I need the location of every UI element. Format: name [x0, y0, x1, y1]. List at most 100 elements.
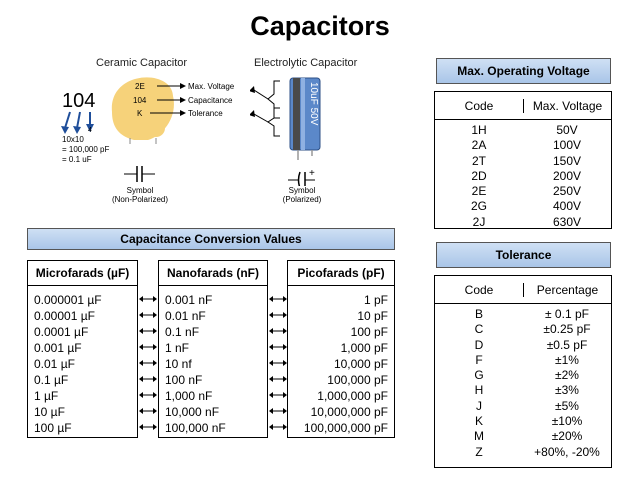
electrolytic-capacitor-caption: Electrolytic Capacitor — [254, 57, 358, 69]
double-arrow-icon — [138, 339, 158, 355]
voltage-table-head: Code Max. Voltage — [435, 92, 611, 120]
tolerance-table-row: G±2% — [435, 368, 611, 383]
microfarads-value: 10 µF — [34, 405, 65, 419]
tolerance-code-cell: M — [474, 429, 484, 444]
conversion-header: Capacitance Conversion Values — [27, 228, 395, 250]
picofarads-value: 10 pF — [357, 309, 388, 323]
double-arrow-icon — [268, 291, 288, 307]
electrolytic-capacitor-illustration — [250, 77, 321, 186]
exponent-4: 4 — [88, 127, 92, 134]
double-arrow-icon — [138, 323, 158, 339]
tolerance-table-row: D ±0.5 pF — [435, 338, 611, 353]
picofarads-value: 100,000 pF — [327, 373, 388, 387]
voltage-code-cell: 2D — [471, 168, 487, 183]
ceramic-code-voltage: 2E — [135, 82, 145, 91]
microfarads-value: 0.00001 µF — [34, 309, 95, 323]
double-arrow-icon — [268, 403, 288, 419]
picofarads-value: 10,000,000 pF — [310, 405, 388, 419]
voltage-col-max: Max. Voltage — [532, 98, 603, 113]
tolerance-table-row: F ±1% — [435, 353, 611, 368]
polarity-plus-sign: + — [309, 168, 315, 179]
tolerance-col-percentage: Percentage — [536, 282, 599, 297]
double-arrow-icon — [138, 355, 158, 371]
microfarads-title: Microfarads (µF) — [28, 261, 137, 286]
tolerance-table-row: J ±5% — [435, 399, 611, 414]
voltage-table: Code Max. Voltage 1H 50V 2A 100V 2T 150V 2D 200… — [434, 91, 612, 229]
microfarads-column: Microfarads (µF) 0.000001 µF 0.00001 µF 0.… — [27, 260, 138, 438]
double-arrow-icon — [268, 419, 288, 435]
tolerance-value-cell: ±0.5 pF — [546, 337, 588, 352]
double-arrow-icon — [268, 339, 288, 355]
tolerance-value-cell: ±0.25 pF — [543, 322, 591, 337]
tolerance-table-row: M ±20% — [435, 429, 611, 444]
tolerance-code-cell: F — [475, 352, 483, 367]
voltage-section-header: Max. Operating Voltage — [436, 58, 611, 84]
tolerance-value-cell: ±20% — [551, 429, 583, 444]
nanofarads-value: 10,000 nF — [165, 405, 220, 419]
nanofarads-title: Nanofarads (nF) — [159, 261, 267, 286]
nanofarads-value: 0.01 nF — [165, 309, 206, 323]
tolerance-value-cell: ±3% — [555, 383, 579, 398]
electrolytic-marking: 10uF 50V — [308, 82, 319, 126]
tolerance-code-cell: D — [474, 337, 484, 352]
tolerance-table-row: Z+80%, -20% — [435, 445, 611, 460]
nanofarads-value: 0.001 nF — [165, 293, 213, 307]
voltage-code-cell: 2T — [471, 153, 486, 168]
voltage-code-cell: 2G — [470, 199, 487, 214]
microfarads-value: 0.0001 µF — [34, 325, 89, 339]
microfarads-value: 1 µF — [34, 389, 59, 403]
calc-line-3: = 0.1 uF — [62, 155, 92, 164]
pointer-label-max-voltage: Max. Voltage — [188, 82, 235, 91]
double-arrow-icon — [138, 403, 158, 419]
tolerance-col-code: Code — [435, 282, 524, 297]
picofarads-value: 100 pF — [350, 325, 388, 339]
microfarads-value: 0.000001 µF — [34, 293, 102, 307]
double-arrow-icon — [138, 419, 158, 435]
tolerance-value-cell: ±1% — [555, 352, 579, 367]
voltage-table-row: 2D 200V — [435, 169, 611, 184]
pointer-label-capacitance: Capacitance — [188, 96, 233, 105]
nanofarads-value: 10 nf — [165, 357, 192, 371]
voltage-code-cell: 2E — [471, 184, 487, 199]
tolerance-table-row: C±0.25 pF — [435, 322, 611, 337]
picofarads-value: 1 pF — [363, 293, 388, 307]
voltage-value-cell: 50V — [556, 123, 578, 137]
tolerance-table-row: H ±3% — [435, 383, 611, 398]
voltage-code-cell: 2A — [471, 138, 487, 153]
electrolytic-symbol-label: Symbol (Polarized) — [282, 186, 322, 204]
voltage-col-code: Code — [435, 98, 524, 113]
nanofarads-value: 1,000 nF — [165, 389, 213, 403]
voltage-value-cell: 150V — [552, 153, 582, 168]
double-arrow-icon — [268, 307, 288, 323]
ceramic-symbol-label: Symbol (Non-Polarized) — [111, 186, 169, 204]
voltage-value-cell: 100V — [552, 138, 582, 153]
calc-line-1: 10x10 — [62, 135, 84, 144]
page-title: Capacitors — [250, 11, 390, 41]
tolerance-code-cell: B — [474, 307, 483, 321]
tolerance-table-row: B± 0.1 pF — [435, 307, 611, 322]
nanofarads-value: 100,000 nF — [165, 421, 226, 435]
tolerance-value-cell: +80%, -20% — [534, 444, 600, 459]
voltage-value-cell: 630V — [552, 214, 582, 229]
voltage-value-cell: 200V — [552, 168, 582, 183]
conversion-arrows-right — [268, 291, 288, 435]
voltage-code-cell: 1H — [471, 123, 487, 137]
tolerance-table-head: Code Percentage — [435, 276, 611, 304]
picofarads-title: Picofarads (pF) — [288, 261, 394, 286]
ceramic-capacitor-illustration — [61, 77, 186, 182]
big-code-104: 104 — [62, 90, 96, 112]
tolerance-code-cell: H — [474, 383, 484, 398]
voltage-table-row: 2A 100V — [435, 138, 611, 153]
double-arrow-icon — [138, 291, 158, 307]
pointer-label-tolerance: Tolerance — [188, 109, 223, 118]
calc-line-2: = 100,000 pF — [62, 145, 110, 154]
tolerance-value-cell: ±5% — [555, 398, 579, 413]
tolerance-code-cell: J — [476, 398, 482, 413]
